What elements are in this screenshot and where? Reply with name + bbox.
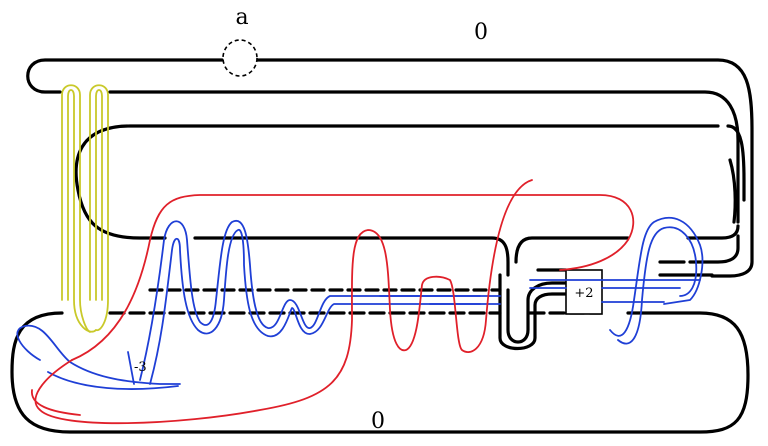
second-band-right (726, 124, 746, 202)
yellow-component (61, 84, 109, 333)
twist-left-label: -3 (134, 360, 147, 375)
top-band-inner (108, 90, 740, 224)
red-bottom-arc (31, 389, 81, 416)
meridian-label: a (235, 5, 248, 30)
blue-twist-line (127, 351, 135, 385)
second-band-right-2 (728, 158, 737, 224)
red-component (31, 179, 635, 425)
blue-right-loop-2 (617, 226, 698, 345)
clasp-outer (506, 281, 568, 344)
clasp-inner (498, 273, 568, 351)
bottom-framing-label: 0 (371, 409, 385, 434)
blue-component (16, 217, 704, 390)
twist-box-label: +2 (574, 286, 593, 301)
second-band-upper (74, 124, 720, 240)
yellow-inner-2 (95, 89, 103, 301)
top-framing-label: 0 (474, 20, 488, 45)
blue-outer (16, 324, 181, 385)
top-band-inner-lower (688, 234, 740, 264)
middle-band-left (193, 236, 510, 277)
twist-box-plus2: +2 (565, 269, 603, 315)
bottom-loop (10, 311, 750, 434)
bottom-framed-component (10, 268, 750, 434)
top-band-outer (26, 58, 224, 94)
middle-band-right-2 (686, 224, 740, 240)
twist-box-frame (565, 269, 603, 315)
blue-right-loop (609, 217, 704, 337)
yellow-outer-2 (67, 89, 97, 333)
yellow-outer (61, 84, 91, 333)
meridian-circle (222, 39, 258, 77)
blue-outer-2 (47, 371, 179, 390)
blue-wiggle-a (139, 219, 481, 381)
top-band-outer-right (256, 58, 754, 278)
red-loop-left (34, 179, 533, 425)
red-long (71, 194, 635, 361)
yellow-inner (89, 84, 109, 332)
blue-wiggle-b (149, 229, 481, 385)
middle-band-right (514, 236, 630, 264)
meridian-a: a (222, 5, 258, 77)
